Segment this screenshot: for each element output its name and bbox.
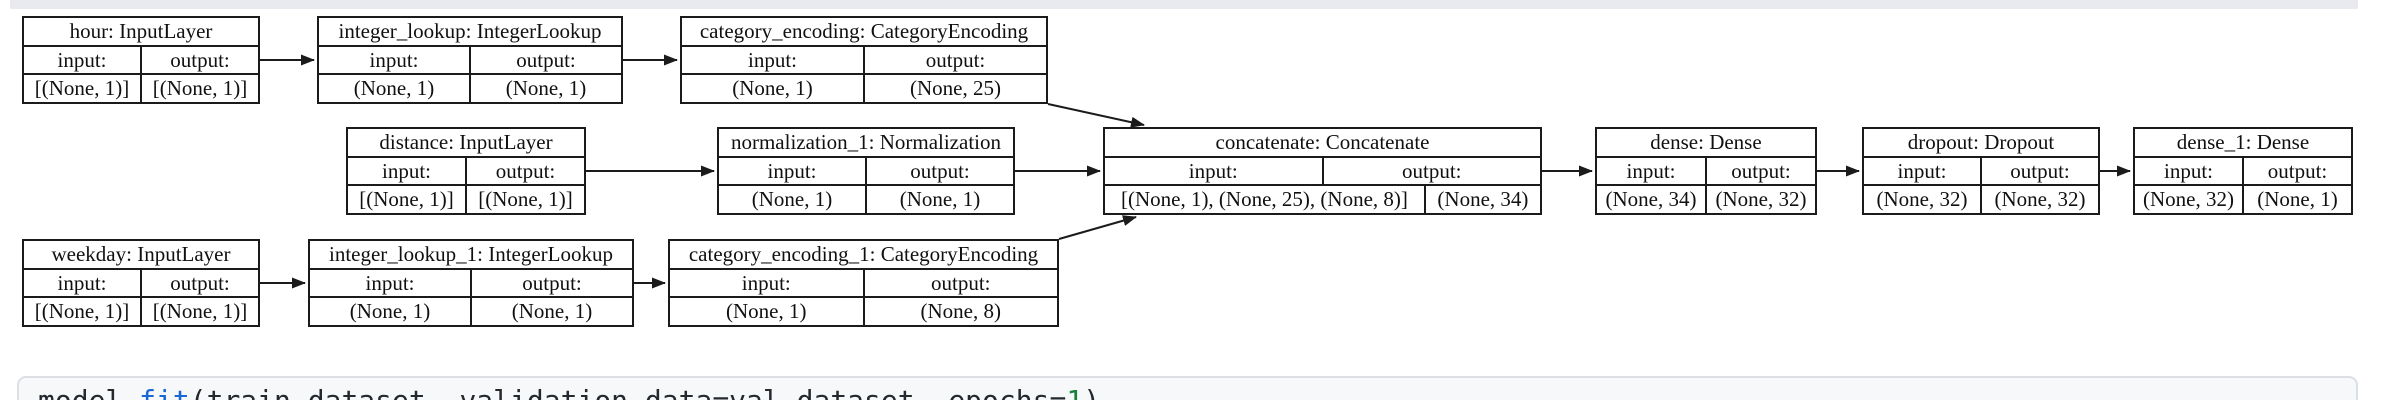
input-shape: (None, 1)	[726, 299, 807, 324]
node-title: weekday: InputLayer	[51, 241, 231, 266]
node-title: hour: InputLayer	[69, 18, 213, 43]
input-label: input:	[369, 47, 419, 72]
node-title: category_encoding: CategoryEncoding	[699, 18, 1029, 43]
output-shape: [(None, 1)]	[465, 186, 584, 214]
output-shape: (None, 25)	[863, 75, 1046, 103]
input-shape: [(None, 1)]	[34, 76, 130, 101]
output-shape: (None, 1)	[2242, 186, 2351, 214]
input-label: input:	[1626, 158, 1676, 183]
node-title: dense_1: Dense	[2176, 129, 2310, 154]
node-dropout: dropout: Dropout input: output: (None, 3…	[1862, 127, 2100, 215]
node-category_encoding: category_encoding: CategoryEncoding inpu…	[680, 16, 1048, 104]
output-label: output:	[862, 269, 1058, 297]
input-label: input:	[2163, 158, 2213, 183]
node-integer_lookup_1: integer_lookup_1: IntegerLookup input: o…	[308, 239, 634, 327]
input-label: input:	[57, 47, 107, 72]
node-weekday: weekday: InputLayer input: output: [(Non…	[22, 239, 260, 327]
code-line: model.fit(train_dataset, validation_data…	[38, 384, 1100, 400]
output-label: output:	[865, 157, 1013, 185]
input-shape: [(None, 1)]	[359, 187, 454, 212]
output-label: output:	[2242, 157, 2351, 185]
node-normalization_1: normalization_1: Normalization input: ou…	[717, 127, 1015, 215]
code-token-function: fit	[139, 384, 190, 400]
node-hour: hour: InputLayer input: output: [(None, …	[22, 16, 260, 104]
node-title: category_encoding_1: CategoryEncoding	[688, 241, 1039, 266]
node-title: normalization_1: Normalization	[730, 129, 1001, 154]
node-title: dense: Dense	[1650, 129, 1762, 154]
output-label: output:	[140, 46, 258, 74]
input-shape: [(None, 1)]	[34, 299, 130, 324]
output-label: output:	[140, 269, 258, 297]
node-dense_1: dense_1: Dense input: output: (None, 32)…	[2133, 127, 2353, 215]
input-shape: (None, 1)	[732, 76, 813, 101]
code-token-plain: (train_dataset, validation_data=val_data…	[190, 384, 1067, 400]
output-label: output:	[470, 269, 632, 297]
output-shape: (None, 32)	[1980, 186, 2098, 214]
node-category_encoding_1: category_encoding_1: CategoryEncoding in…	[668, 239, 1059, 327]
previous-cell-edge	[10, 0, 2358, 9]
output-label: output:	[1705, 157, 1815, 185]
output-shape: (None, 1)	[865, 186, 1013, 214]
output-shape: (None, 8)	[862, 298, 1058, 326]
input-shape: (None, 1)	[751, 187, 833, 212]
input-label: input:	[365, 270, 415, 295]
code-token-plain: )	[1083, 384, 1100, 400]
output-shape: [(None, 1)]	[140, 75, 258, 103]
node-title: distance: InputLayer	[379, 129, 553, 154]
input-label: input:	[767, 158, 817, 183]
output-shape: (None, 32)	[1705, 186, 1815, 214]
input-label: input:	[741, 270, 791, 295]
input-shape: (None, 32)	[1876, 187, 1968, 212]
edge-category_encoding-to-concatenate	[1047, 103, 1145, 128]
output-label: output:	[465, 157, 584, 185]
input-shape: (None, 1)	[353, 76, 435, 101]
output-label: output:	[469, 46, 621, 74]
input-label: input:	[1897, 158, 1947, 183]
output-shape: (None, 1)	[469, 75, 621, 103]
input-shape: (None, 32)	[2143, 187, 2234, 212]
node-title: concatenate: Concatenate	[1215, 129, 1430, 154]
input-shape: (None, 34)	[1605, 187, 1697, 212]
input-shape: [(None, 1), (None, 25), (None, 8)]	[1120, 187, 1408, 212]
node-integer_lookup: integer_lookup: IntegerLookup input: out…	[317, 16, 623, 104]
code-token-plain: model.	[38, 384, 139, 400]
output-shape: [(None, 1)]	[140, 298, 258, 326]
input-label: input:	[57, 270, 107, 295]
input-label: input:	[1188, 158, 1238, 183]
output-label: output:	[1980, 157, 2098, 185]
output-shape: (None, 1)	[470, 298, 632, 326]
node-concatenate: concatenate: Concatenate input: output: …	[1103, 127, 1542, 215]
code-token-number: 1	[1066, 384, 1083, 400]
node-dense: dense: Dense input: output: (None, 34) (…	[1595, 127, 1817, 215]
output-label: output:	[1321, 157, 1541, 185]
input-shape: (None, 1)	[349, 299, 431, 324]
input-label: input:	[381, 158, 431, 183]
code-cell[interactable]: model.fit(train_dataset, validation_data…	[17, 376, 2358, 400]
output-label: output:	[863, 46, 1046, 74]
node-distance: distance: InputLayer input: output: [(No…	[346, 127, 586, 215]
input-label: input:	[747, 47, 797, 72]
output-shape: (None, 34)	[1423, 186, 1540, 214]
node-title: dropout: Dropout	[1907, 129, 2055, 154]
edge-category_encoding_1-to-concatenate	[1058, 215, 1137, 240]
node-title: integer_lookup: IntegerLookup	[338, 18, 602, 43]
node-title: integer_lookup_1: IntegerLookup	[328, 241, 613, 266]
